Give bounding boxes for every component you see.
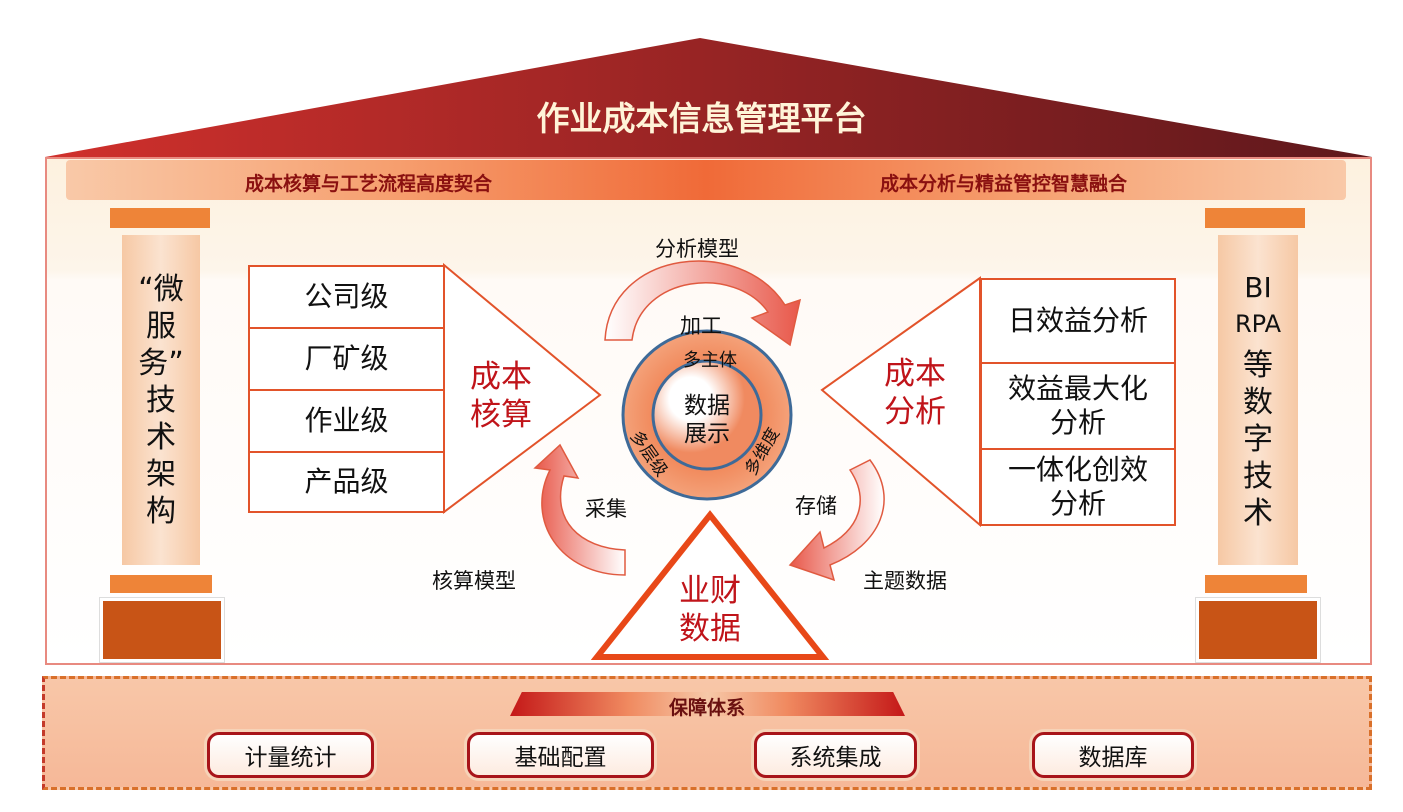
level-item: 产品级 xyxy=(304,465,389,498)
label-line: 数据 xyxy=(684,393,730,419)
store-label: 存储 xyxy=(795,494,837,518)
left-pillar-base xyxy=(100,598,224,662)
analysis-items-list: 日效益分析 效益最大化分析 一体化创效分析 xyxy=(980,278,1176,526)
support-item-base-config[interactable]: 基础配置 xyxy=(467,732,654,778)
inner-circle xyxy=(651,359,763,471)
pillar-char: 架 xyxy=(146,456,176,492)
ring-top-label: 多主体 xyxy=(683,350,737,371)
pillar-line: RPA xyxy=(1234,309,1282,338)
arrow-right xyxy=(788,459,885,582)
right-pillar-bottom-cap xyxy=(1205,575,1307,593)
label-line: 数据 xyxy=(679,611,741,647)
analysis-model-label: 分析模型 xyxy=(655,237,739,261)
left-pillar-bottom-cap xyxy=(110,575,212,593)
analysis-item: 效益最大化分析 xyxy=(982,364,1174,450)
label-line: 展示 xyxy=(684,421,730,447)
pillar-char: 术 xyxy=(1243,495,1273,531)
platform-title: 作业成本信息管理平台 xyxy=(536,99,867,138)
pillar-char: 构 xyxy=(146,493,176,529)
level-item: 厂矿级 xyxy=(250,329,443,391)
item-line: 分析 xyxy=(1049,406,1106,439)
item-line: 一体化创效 xyxy=(1007,453,1148,486)
cost-accounting-label: 成本 核算 xyxy=(462,358,540,434)
arrow-top xyxy=(604,260,802,347)
label-line: 成本 xyxy=(884,356,946,392)
band-right-text: 成本分析与精益管控智慧融合 xyxy=(880,173,1128,195)
item-line: 分析 xyxy=(1049,487,1106,520)
pillar-char: 等 xyxy=(1243,347,1273,383)
analysis-item: 日效益分析 xyxy=(982,280,1174,364)
pillar-char: 术 xyxy=(146,419,176,455)
pillar-char: 服 xyxy=(146,308,176,344)
left-pillar-column: “微 服 务” 技 术 架 构 xyxy=(122,235,200,565)
right-pillar-top-cap xyxy=(1205,208,1305,228)
header-band xyxy=(66,160,1346,200)
band-left-text: 成本核算与工艺流程高度契合 xyxy=(245,173,493,195)
collect-label: 采集 xyxy=(585,497,627,521)
level-item: 公司级 xyxy=(250,267,443,329)
cost-analysis-label: 成本 分析 xyxy=(876,355,954,431)
accounting-levels-list: 公司级 厂矿级 作业级 产品级 xyxy=(248,265,445,513)
business-finance-data-label: 业财 数据 xyxy=(660,572,760,648)
pillar-char: 务” xyxy=(138,345,184,381)
accounting-model-label: 核算模型 xyxy=(432,569,516,593)
label-line: 分析 xyxy=(884,394,946,430)
pillar-char: 技 xyxy=(146,382,176,418)
item-line: 日效益分析 xyxy=(1007,304,1148,337)
support-title: 保障体系 xyxy=(668,697,745,719)
arrow-left xyxy=(533,443,626,576)
support-title-ribbon xyxy=(510,692,905,716)
topic-data-label: 主题数据 xyxy=(863,569,947,593)
base-triangle xyxy=(590,510,830,660)
data-display-label: 数据 展示 xyxy=(667,392,747,448)
right-pillar-column: BI RPA 等 数 字 技 术 xyxy=(1218,235,1298,565)
pillar-line: BI xyxy=(1244,270,1272,304)
right-pillar-base xyxy=(1196,598,1320,662)
label-line: 业财 xyxy=(679,573,741,609)
support-item-database[interactable]: 数据库 xyxy=(1032,732,1194,778)
label-line: 成本 xyxy=(470,359,532,395)
left-pillar-top-cap xyxy=(110,208,210,228)
pillar-char: “微 xyxy=(138,271,184,307)
analysis-item: 一体化创效分析 xyxy=(982,450,1174,524)
level-item: 作业级 xyxy=(250,391,443,453)
process-label: 加工 xyxy=(680,314,722,338)
support-item-metering[interactable]: 计量统计 xyxy=(207,732,374,778)
item-line: 效益最大化 xyxy=(1007,372,1148,405)
pillar-char: 技 xyxy=(1243,458,1273,494)
pillar-char: 数 xyxy=(1243,384,1273,420)
support-item-integration[interactable]: 系统集成 xyxy=(754,732,917,778)
label-line: 核算 xyxy=(470,397,532,433)
pillar-char: 字 xyxy=(1243,421,1273,457)
